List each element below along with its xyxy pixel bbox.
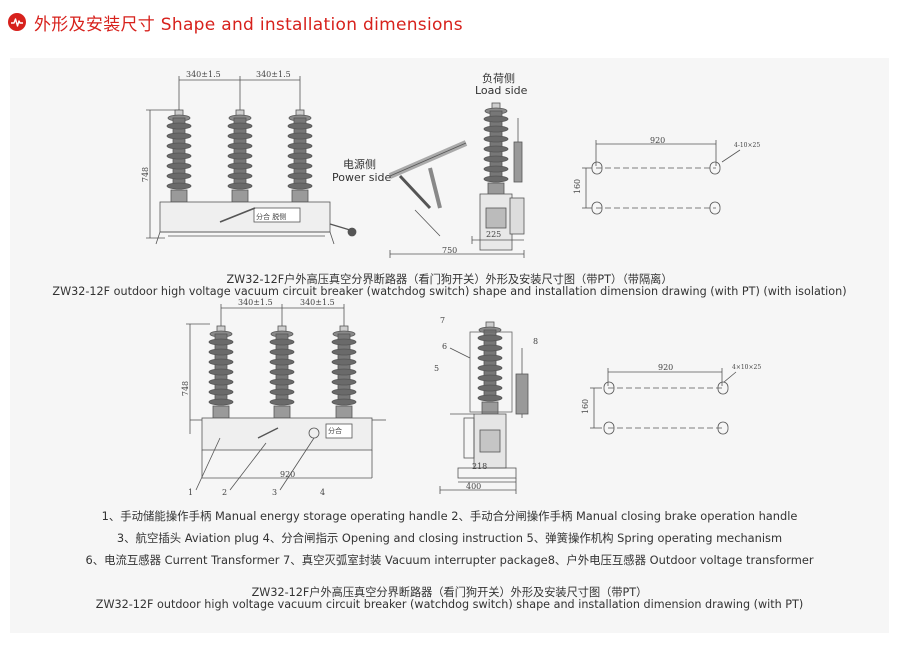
dim2-side-width: 400	[466, 482, 482, 491]
callout-8: 8	[533, 337, 539, 346]
drawing2-caption-cn: ZW32-12F户外高压真空分界断路器（看门狗开关）外形及安装尺寸图（带PT）	[251, 586, 648, 599]
dim-hole-spec: 4-10×25	[734, 142, 761, 149]
power-side-label-en: Power side	[332, 171, 392, 184]
callout-6: 6	[442, 342, 448, 351]
drawing1-caption-cn: ZW32-12F户外高压真空分界断路器（看门狗开关）外形及安装尺寸图（带PT）（…	[226, 273, 673, 286]
dim2-base-length: 920	[280, 470, 296, 479]
load-side-label-cn: 负荷侧	[482, 72, 515, 85]
front-view-2	[186, 304, 386, 491]
panel-label-1: 分合 脱侧	[256, 213, 287, 221]
dim2-pole-spacing-1: 340±1.5	[238, 298, 273, 307]
legend-line-1: 1、手动储能操作手柄 Manual energy storage operati…	[101, 509, 798, 523]
callout-3: 3	[272, 488, 278, 497]
side-view-1	[388, 102, 525, 258]
dim2-plan-width: 160	[581, 398, 591, 415]
section-title: 外形及安装尺寸 Shape and installation dimension…	[34, 14, 463, 35]
callout-7: 7	[440, 316, 446, 325]
dim-pole-spacing-1: 340±1.5	[186, 70, 221, 79]
legend-line-2: 3、航空插头 Aviation plug 4、分合闸指示 Opening and…	[116, 531, 783, 545]
dim2-side-offset: 218	[472, 462, 488, 471]
dim-base-width: 160	[573, 178, 583, 195]
panel-label-2: 分合	[328, 427, 342, 435]
load-side-label-en: Load side	[475, 84, 528, 97]
dim-base-length: 920	[650, 136, 666, 145]
dim-pole-spacing-2: 340±1.5	[256, 70, 291, 79]
drawings-panel: 340±1.5 340±1.5 748 750 225 920 160 4-10…	[10, 58, 889, 633]
dim2-hole-spec: 4×10×25	[732, 364, 762, 371]
dim2-height: 748	[181, 380, 191, 397]
section-header: 外形及安装尺寸 Shape and installation dimension…	[8, 10, 463, 35]
callout-5: 5	[434, 364, 440, 373]
side-view-2	[439, 321, 529, 494]
front-view-1	[146, 76, 357, 245]
dim-side-offset: 225	[486, 230, 502, 239]
dim-side-width: 750	[442, 246, 458, 255]
dim2-pole-spacing-2: 340±1.5	[300, 298, 335, 307]
plan-view-1	[582, 140, 741, 215]
drawing2-caption-en: ZW32-12F outdoor high voltage vacuum cir…	[95, 598, 804, 611]
power-side-label-cn: 电源侧	[343, 158, 376, 171]
drawing1-caption-en: ZW32-12F outdoor high voltage vacuum cir…	[52, 285, 847, 298]
callout-4: 4	[320, 488, 326, 497]
legend-line-3: 6、电流互感器 Current Transformer 7、真空灭弧室封装 Va…	[85, 553, 814, 567]
pulse-icon	[8, 13, 26, 31]
dim2-plan-length: 920	[658, 363, 674, 372]
callout-2: 2	[222, 488, 228, 497]
plan-view-2	[590, 368, 737, 435]
dim-height: 748	[141, 166, 151, 183]
technical-drawings	[146, 76, 741, 494]
callout-1: 1	[188, 488, 194, 497]
